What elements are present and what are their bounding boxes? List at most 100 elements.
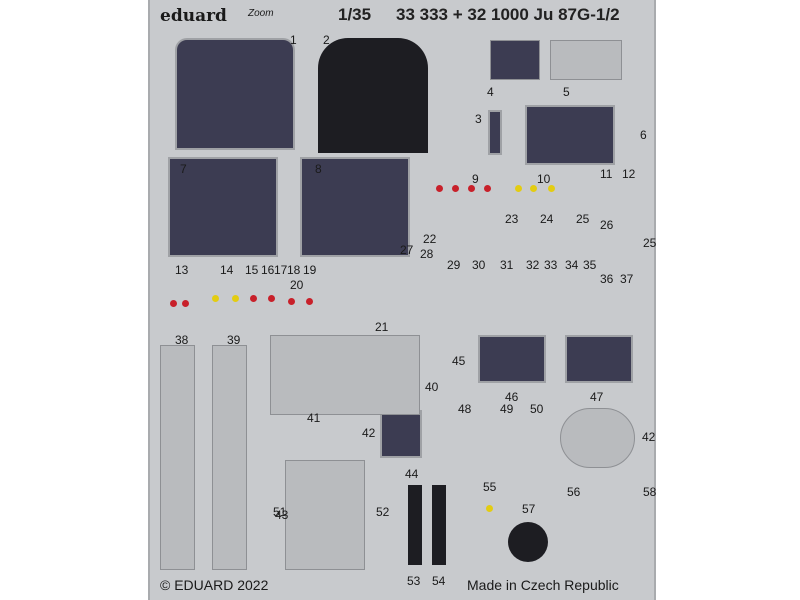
part-number-label: 53 xyxy=(407,574,421,588)
part-45 xyxy=(478,335,546,383)
part-number-label: 56 xyxy=(567,485,581,499)
part-number-label: 12 xyxy=(622,167,636,181)
part-number-label: 47 xyxy=(590,390,604,404)
part-number-label: 33 xyxy=(544,258,558,272)
red-light xyxy=(170,300,177,307)
copyright: © EDUARD 2022 xyxy=(160,577,269,593)
part-1-instrument-panel xyxy=(175,38,295,150)
part-number-label: 37 xyxy=(620,272,634,286)
red-light xyxy=(250,295,257,302)
part-number-label: 13 xyxy=(175,263,189,277)
part-7-cross-panel xyxy=(168,157,278,257)
part-number-label: 1 xyxy=(290,33,297,47)
part-8-cross-panel xyxy=(300,157,410,257)
part-number-label: 39 xyxy=(227,333,241,347)
part-40 xyxy=(270,335,420,415)
part-39 xyxy=(212,345,247,570)
part-number-label: 4 xyxy=(487,85,494,99)
red-light xyxy=(436,185,443,192)
part-number-label: 49 xyxy=(500,402,514,416)
part-number-label: 17 xyxy=(274,263,288,277)
part-number-label: 27 xyxy=(400,243,414,257)
part-number-label: 16 xyxy=(261,263,275,277)
part-number-label: 10 xyxy=(537,172,551,186)
part-number-label: 58 xyxy=(643,485,657,499)
part-50 xyxy=(560,408,635,468)
red-light xyxy=(268,295,275,302)
part-number-label: 25 xyxy=(643,236,657,250)
part-number-label: 18 xyxy=(287,263,301,277)
part-number-label: 21 xyxy=(375,320,389,334)
part-52 xyxy=(408,485,422,565)
part-number-label: 19 xyxy=(303,263,317,277)
part-number-label: 9 xyxy=(472,172,479,186)
yellow-light xyxy=(232,295,239,302)
part-number-label: 35 xyxy=(583,258,597,272)
part-4 xyxy=(490,40,540,80)
yellow-light xyxy=(486,505,493,512)
part-number-label: 7 xyxy=(180,162,187,176)
part-3 xyxy=(488,110,502,155)
part-number-label: 5 xyxy=(563,85,570,99)
part-number-label: 2 xyxy=(323,33,330,47)
part-number-label: 8 xyxy=(315,162,322,176)
red-light xyxy=(452,185,459,192)
part-number-label: 29 xyxy=(447,258,461,272)
part-number-label: 22 xyxy=(423,232,437,246)
part-number-label: 20 xyxy=(290,278,304,292)
part-number-label: 34 xyxy=(565,258,579,272)
part-number-label: 40 xyxy=(425,380,439,394)
part-number-label: 23 xyxy=(505,212,519,226)
part-number-label: 45 xyxy=(452,354,466,368)
part-number-label: 36 xyxy=(600,272,614,286)
part-43-gauges xyxy=(380,410,422,458)
red-light xyxy=(182,300,189,307)
part-number-label: 6 xyxy=(640,128,647,142)
red-light xyxy=(306,298,313,305)
part-number-label: 54 xyxy=(432,574,446,588)
part-number-label: 31 xyxy=(500,258,514,272)
part-number-label: 24 xyxy=(540,212,554,226)
made-in-label: Made in Czech Republic xyxy=(467,577,619,593)
part-number-label: 51 xyxy=(273,505,287,519)
part-number-label: 26 xyxy=(600,218,614,232)
part-number-label: 57 xyxy=(522,502,536,516)
part-46 xyxy=(565,335,633,383)
part-number-label: 48 xyxy=(458,402,472,416)
part-number-label: 3 xyxy=(475,112,482,126)
red-light xyxy=(484,185,491,192)
zoom-logo: Zoom xyxy=(248,8,274,19)
part-number-label: 46 xyxy=(505,390,519,404)
part-number-label: 14 xyxy=(220,263,234,277)
part-number-label: 25 xyxy=(576,212,590,226)
part-51 xyxy=(285,460,365,570)
part-number-label: 44 xyxy=(405,467,419,481)
part-number-label: 28 xyxy=(420,247,434,261)
part-number-label: 42 xyxy=(642,430,656,444)
part-38 xyxy=(160,345,195,570)
part-56-dial xyxy=(508,522,548,562)
brand-logo: eduard xyxy=(160,6,227,26)
kit-title: 33 333 + 32 1000 Ju 87G-1/2 xyxy=(396,5,620,24)
part-number-label: 52 xyxy=(376,505,390,519)
part-number-label: 43 xyxy=(275,508,289,522)
part-number-label: 32 xyxy=(526,258,540,272)
part-number-label: 55 xyxy=(483,480,497,494)
part-number-label: 50 xyxy=(530,402,544,416)
part-number-label: 41 xyxy=(307,411,321,425)
part-2-panel-back xyxy=(318,38,428,153)
part-6 xyxy=(525,105,615,165)
yellow-light xyxy=(530,185,537,192)
part-number-label: 11 xyxy=(600,167,613,181)
yellow-light xyxy=(515,185,522,192)
part-number-label: 15 xyxy=(245,263,259,277)
part-53 xyxy=(432,485,446,565)
part-number-label: 30 xyxy=(472,258,486,272)
part-number-label: 42 xyxy=(362,426,376,440)
yellow-light xyxy=(212,295,219,302)
yellow-light xyxy=(548,185,555,192)
red-light xyxy=(288,298,295,305)
part-number-label: 38 xyxy=(175,333,189,347)
scale-label: 1/35 xyxy=(338,5,372,24)
red-light xyxy=(468,185,475,192)
